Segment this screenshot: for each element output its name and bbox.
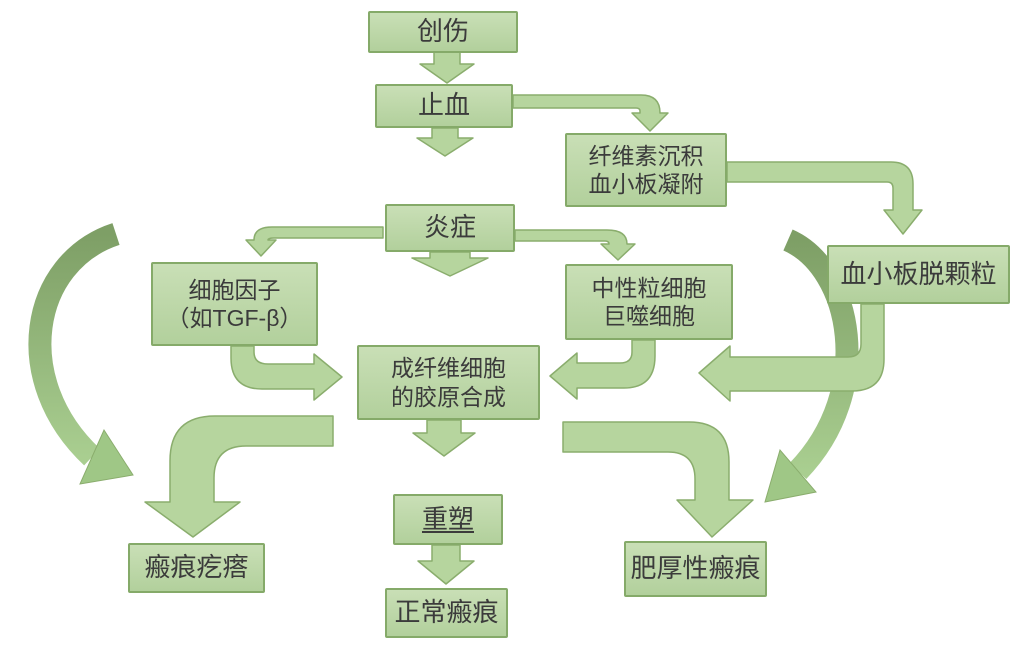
node-fibrin-deposition-label: 纤维素沉积 血小板凝附 — [588, 142, 704, 197]
node-collagen-synthesis: 成纤维细胞 的胶原合成 — [357, 345, 540, 420]
node-normal-scar: 正常瘢痕 — [385, 588, 508, 638]
feedback-curve-left-arrowhead — [79, 428, 134, 485]
edge-hemostasis-to-fibrin-arrow — [512, 94, 669, 132]
edge-cytokines-to-collagen-arrow — [230, 345, 343, 401]
edge-platelet-degranulation-to-collagen-arrow — [698, 303, 885, 402]
node-keloid: 瘢痕疙瘩 — [128, 543, 265, 593]
node-hypertrophic-scar-label: 肥厚性瘢痕 — [630, 553, 761, 584]
node-hemostasis-label: 止血 — [417, 90, 470, 121]
node-inflammation: 炎症 — [385, 204, 515, 252]
edge-collagen-to-keloid-arrow — [144, 415, 334, 538]
node-immune-cells: 中性粒细胞 巨噬细胞 — [565, 264, 733, 340]
feedback-curve-right-arrow — [782, 229, 859, 479]
node-hemostasis: 止血 — [375, 84, 513, 128]
edge-fibrin-to-platelet-degranulation-arrow — [726, 161, 923, 235]
node-trauma: 创伤 — [368, 11, 518, 53]
edge-collagen-to-hypertrophic-arrow — [562, 421, 754, 538]
edge-inflammation-down-arrow — [411, 251, 489, 277]
node-hypertrophic-scar: 肥厚性瘢痕 — [624, 541, 767, 597]
node-trauma-label: 创伤 — [416, 16, 469, 47]
node-remodeling: 重塑 — [393, 494, 503, 545]
node-remodeling-label: 重塑 — [421, 503, 474, 534]
feedback-curve-right-arrowhead — [764, 448, 817, 503]
edge-collagen-to-remodeling-arrow — [412, 419, 476, 457]
node-cytokines-label: 细胞因子 （如TGF-β） — [166, 276, 303, 331]
edge-trauma-to-hemostasis-arrow — [419, 51, 475, 84]
node-keloid-label: 瘢痕疙瘩 — [144, 552, 249, 583]
edge-inflammation-to-immune-cells-arrow — [514, 229, 636, 261]
edge-inflammation-to-cytokines-arrow — [245, 226, 384, 257]
node-inflammation-label: 炎症 — [423, 212, 476, 243]
node-platelet-degranulation: 血小板脱颗粒 — [827, 245, 1010, 304]
node-immune-cells-label: 中性粒细胞 巨噬细胞 — [591, 274, 707, 329]
edge-immune-cells-to-collagen-arrow — [549, 339, 656, 400]
node-cytokines: 细胞因子 （如TGF-β） — [151, 262, 318, 346]
edge-hemostasis-to-inflammation-arrow — [416, 127, 474, 157]
node-collagen-synthesis-label: 成纤维细胞 的胶原合成 — [391, 355, 506, 410]
node-platelet-degranulation-label: 血小板脱颗粒 — [840, 258, 997, 289]
feedback-curve-left-arrow — [28, 223, 121, 466]
edge-remodeling-to-normal-scar-arrow — [417, 544, 475, 585]
node-normal-scar-label: 正常瘢痕 — [394, 597, 499, 628]
node-fibrin-deposition: 纤维素沉积 血小板凝附 — [565, 133, 727, 207]
